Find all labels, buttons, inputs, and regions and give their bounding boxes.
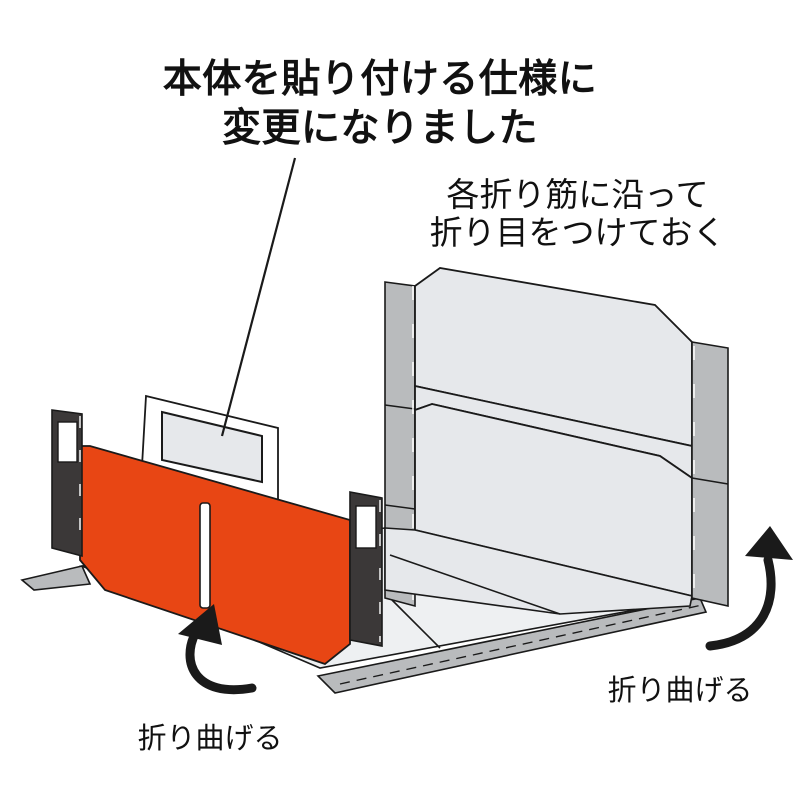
callout-leader-line: [220, 157, 297, 437]
fold-label-right: 折り曲げる: [607, 673, 753, 707]
center-post-tab: [349, 491, 383, 647]
base-strip-front: [316, 597, 708, 694]
back-panel-left-flap: [384, 281, 416, 608]
base-flap-left: [20, 565, 92, 591]
crease-note-line2: 折り目をつけておく: [429, 212, 726, 252]
orange-front-panel: [79, 445, 351, 666]
crease-note-line1: 各折り筋に沿って: [446, 175, 709, 214]
back-panel-lower-folds: [384, 527, 693, 649]
left-post-tab: [51, 409, 83, 558]
curved-arrow-up-icon-left: [178, 604, 257, 695]
main-note-line1: 本体を貼り付ける仕様に: [162, 57, 598, 102]
main-note: 本体を貼り付ける仕様に 変更になりました: [120, 56, 640, 154]
main-note-line2: 変更になりました: [221, 105, 538, 151]
curved-arrow-up-icon: [705, 526, 793, 651]
fold-label-left: 折り曲げる: [137, 721, 283, 755]
back-panel-right-flap: [691, 341, 729, 607]
crease-note: 各折り筋に沿って 折り目をつけておく: [385, 176, 770, 252]
